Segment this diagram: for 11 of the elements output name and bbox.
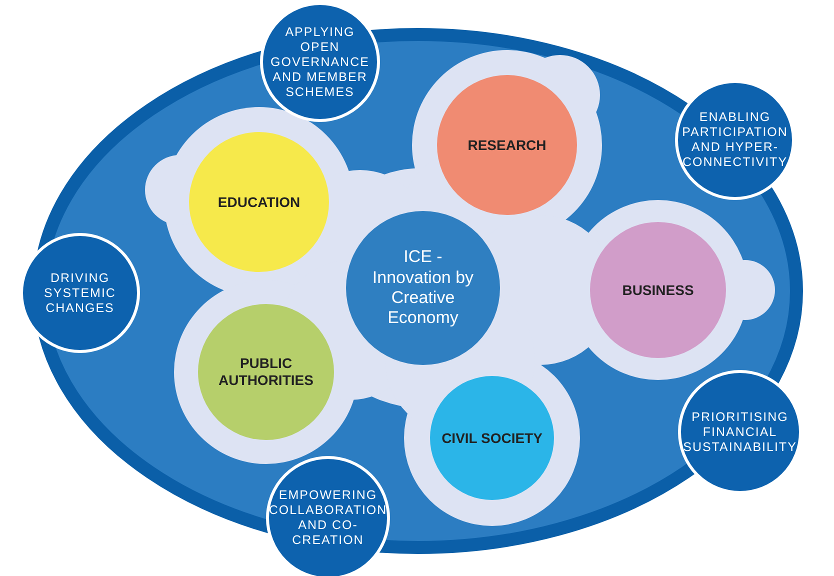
- circle-label: ENABLING PARTICIPATION AND HYPER-CONNECTIVITY: [682, 110, 788, 170]
- circle-label: BUSINESS: [622, 282, 694, 298]
- circle-label: EMPOWERING COLLABORATION AND CO-CREATION: [268, 488, 388, 548]
- circle-label: PRIORITISING FINANCIAL SUSTAINABILITY: [683, 410, 797, 454]
- circle-label: PUBLIC AUTHORITIES: [218, 355, 314, 389]
- circle-label: EDUCATION: [218, 194, 300, 210]
- circle-label: DRIVING SYSTEMIC CHANGES: [43, 270, 117, 316]
- circle-label: CIVIL SOCIETY: [442, 430, 542, 446]
- circle-label: RESEARCH: [468, 136, 546, 154]
- circle-label: APPLYING OPEN GOVERNANCE AND MEMBER SCHEMES: [270, 24, 370, 100]
- circle-label: ICE - Innovation by Creative Economy: [371, 247, 475, 329]
